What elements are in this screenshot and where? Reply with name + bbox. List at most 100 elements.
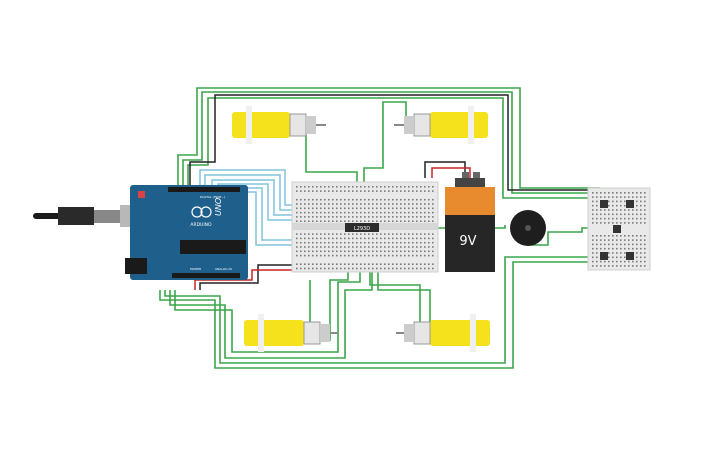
breadboard-hole	[312, 263, 314, 265]
breadboard-hole	[416, 250, 418, 253]
breadboard-hole	[376, 237, 378, 240]
breadboard-hole	[340, 190, 342, 192]
breadboard-hole	[628, 213, 630, 216]
breadboard-hole	[384, 211, 386, 214]
breadboard-hole	[644, 247, 646, 250]
breadboard-hole	[624, 196, 626, 198]
breadboard-hole	[352, 241, 354, 244]
breadboard-hole	[412, 254, 414, 257]
breadboard-hole	[344, 220, 346, 222]
breadboard-hole	[636, 235, 638, 237]
breadboard-hole	[620, 243, 622, 246]
breadboard-hole	[352, 263, 354, 265]
breadboard-hole	[616, 239, 618, 241]
breadboard-hole	[320, 207, 322, 210]
breadboard-hole	[644, 252, 646, 254]
breadboard-hole	[376, 198, 378, 201]
breadboard-hole	[624, 217, 626, 220]
breadboard-hole	[296, 203, 298, 205]
breadboard-hole	[600, 247, 602, 250]
breadboard-hole	[308, 216, 310, 218]
breadboard-hole	[384, 198, 386, 201]
breadboard-hole	[396, 186, 398, 188]
breadboard-hole	[608, 256, 610, 259]
breadboard-hole	[364, 263, 366, 265]
breadboard-hole	[412, 203, 414, 205]
pushbutton-3	[613, 225, 621, 233]
breadboard-hole	[368, 233, 370, 235]
breadboard-hole	[412, 190, 414, 192]
pushbuttons	[600, 200, 634, 260]
breadboard-hole	[344, 241, 346, 244]
breadboard-hole	[428, 241, 430, 244]
breadboard-hole	[316, 233, 318, 235]
breadboard-hole	[340, 267, 342, 270]
breadboard-hole	[636, 243, 638, 246]
breadboard-hole	[368, 198, 370, 201]
breadboard-hole	[420, 211, 422, 214]
breadboard-hole	[352, 267, 354, 270]
breadboard-hole	[644, 222, 646, 224]
breadboard-hole	[380, 250, 382, 253]
breadboard-hole	[332, 241, 334, 244]
breadboard-hole	[404, 237, 406, 240]
breadboard-hole	[372, 220, 374, 222]
breadboard-hole	[348, 186, 350, 188]
breadboard-hole	[304, 220, 306, 222]
breadboard-hole	[308, 263, 310, 265]
breadboard-hole	[368, 267, 370, 270]
breadboard-hole	[388, 220, 390, 222]
breadboard-hole	[420, 198, 422, 201]
breadboard-hole	[328, 267, 330, 270]
breadboard-hole	[616, 213, 618, 216]
breadboard-hole	[316, 220, 318, 222]
breadboard-hole	[400, 246, 402, 248]
breadboard-hole	[416, 254, 418, 257]
breadboard-hole	[412, 241, 414, 244]
pushbutton-5	[626, 252, 634, 260]
breadboard-hole	[380, 263, 382, 265]
breadboard-hole	[320, 186, 322, 188]
breadboard-hole	[612, 217, 614, 220]
breadboard-hole	[348, 233, 350, 235]
breadboard-hole	[324, 267, 326, 270]
breadboard-hole	[612, 260, 614, 263]
breadboard-hole	[628, 239, 630, 241]
breadboard-hole	[644, 196, 646, 198]
breadboard-hole	[428, 198, 430, 201]
breadboard-hole	[632, 217, 634, 220]
breadboard-hole	[424, 220, 426, 222]
breadboard-hole	[600, 235, 602, 237]
breadboard-hole	[328, 216, 330, 218]
breadboard-hole	[364, 237, 366, 240]
breadboard-hole	[308, 207, 310, 210]
breadboard-hole	[640, 243, 642, 246]
breadboard-hole	[412, 263, 414, 265]
breadboard-hole	[364, 198, 366, 201]
breadboard-hole	[388, 186, 390, 188]
breadboard-hole	[384, 220, 386, 222]
breadboard-hole	[388, 190, 390, 192]
breadboard-hole	[620, 217, 622, 220]
breadboard-hole	[356, 233, 358, 235]
breadboard-hole	[592, 247, 594, 250]
breadboard-hole	[308, 237, 310, 240]
breadboard-hole	[596, 213, 598, 216]
breadboard-hole	[400, 241, 402, 244]
breadboard-hole	[356, 250, 358, 253]
breadboard-hole	[624, 260, 626, 263]
breadboard-hole	[304, 211, 306, 214]
breadboard-hole	[428, 254, 430, 257]
breadboard-hole	[352, 203, 354, 205]
breadboard-hole	[336, 237, 338, 240]
breadboard-hole	[640, 222, 642, 224]
breadboard-hole	[624, 213, 626, 216]
reset-button-icon	[138, 191, 145, 198]
breadboard-hole	[324, 233, 326, 235]
breadboard-hole	[640, 247, 642, 250]
breadboard-hole	[312, 190, 314, 192]
breadboard-hole	[396, 211, 398, 214]
breadboard-hole	[344, 190, 346, 192]
breadboard-hole	[360, 220, 362, 222]
